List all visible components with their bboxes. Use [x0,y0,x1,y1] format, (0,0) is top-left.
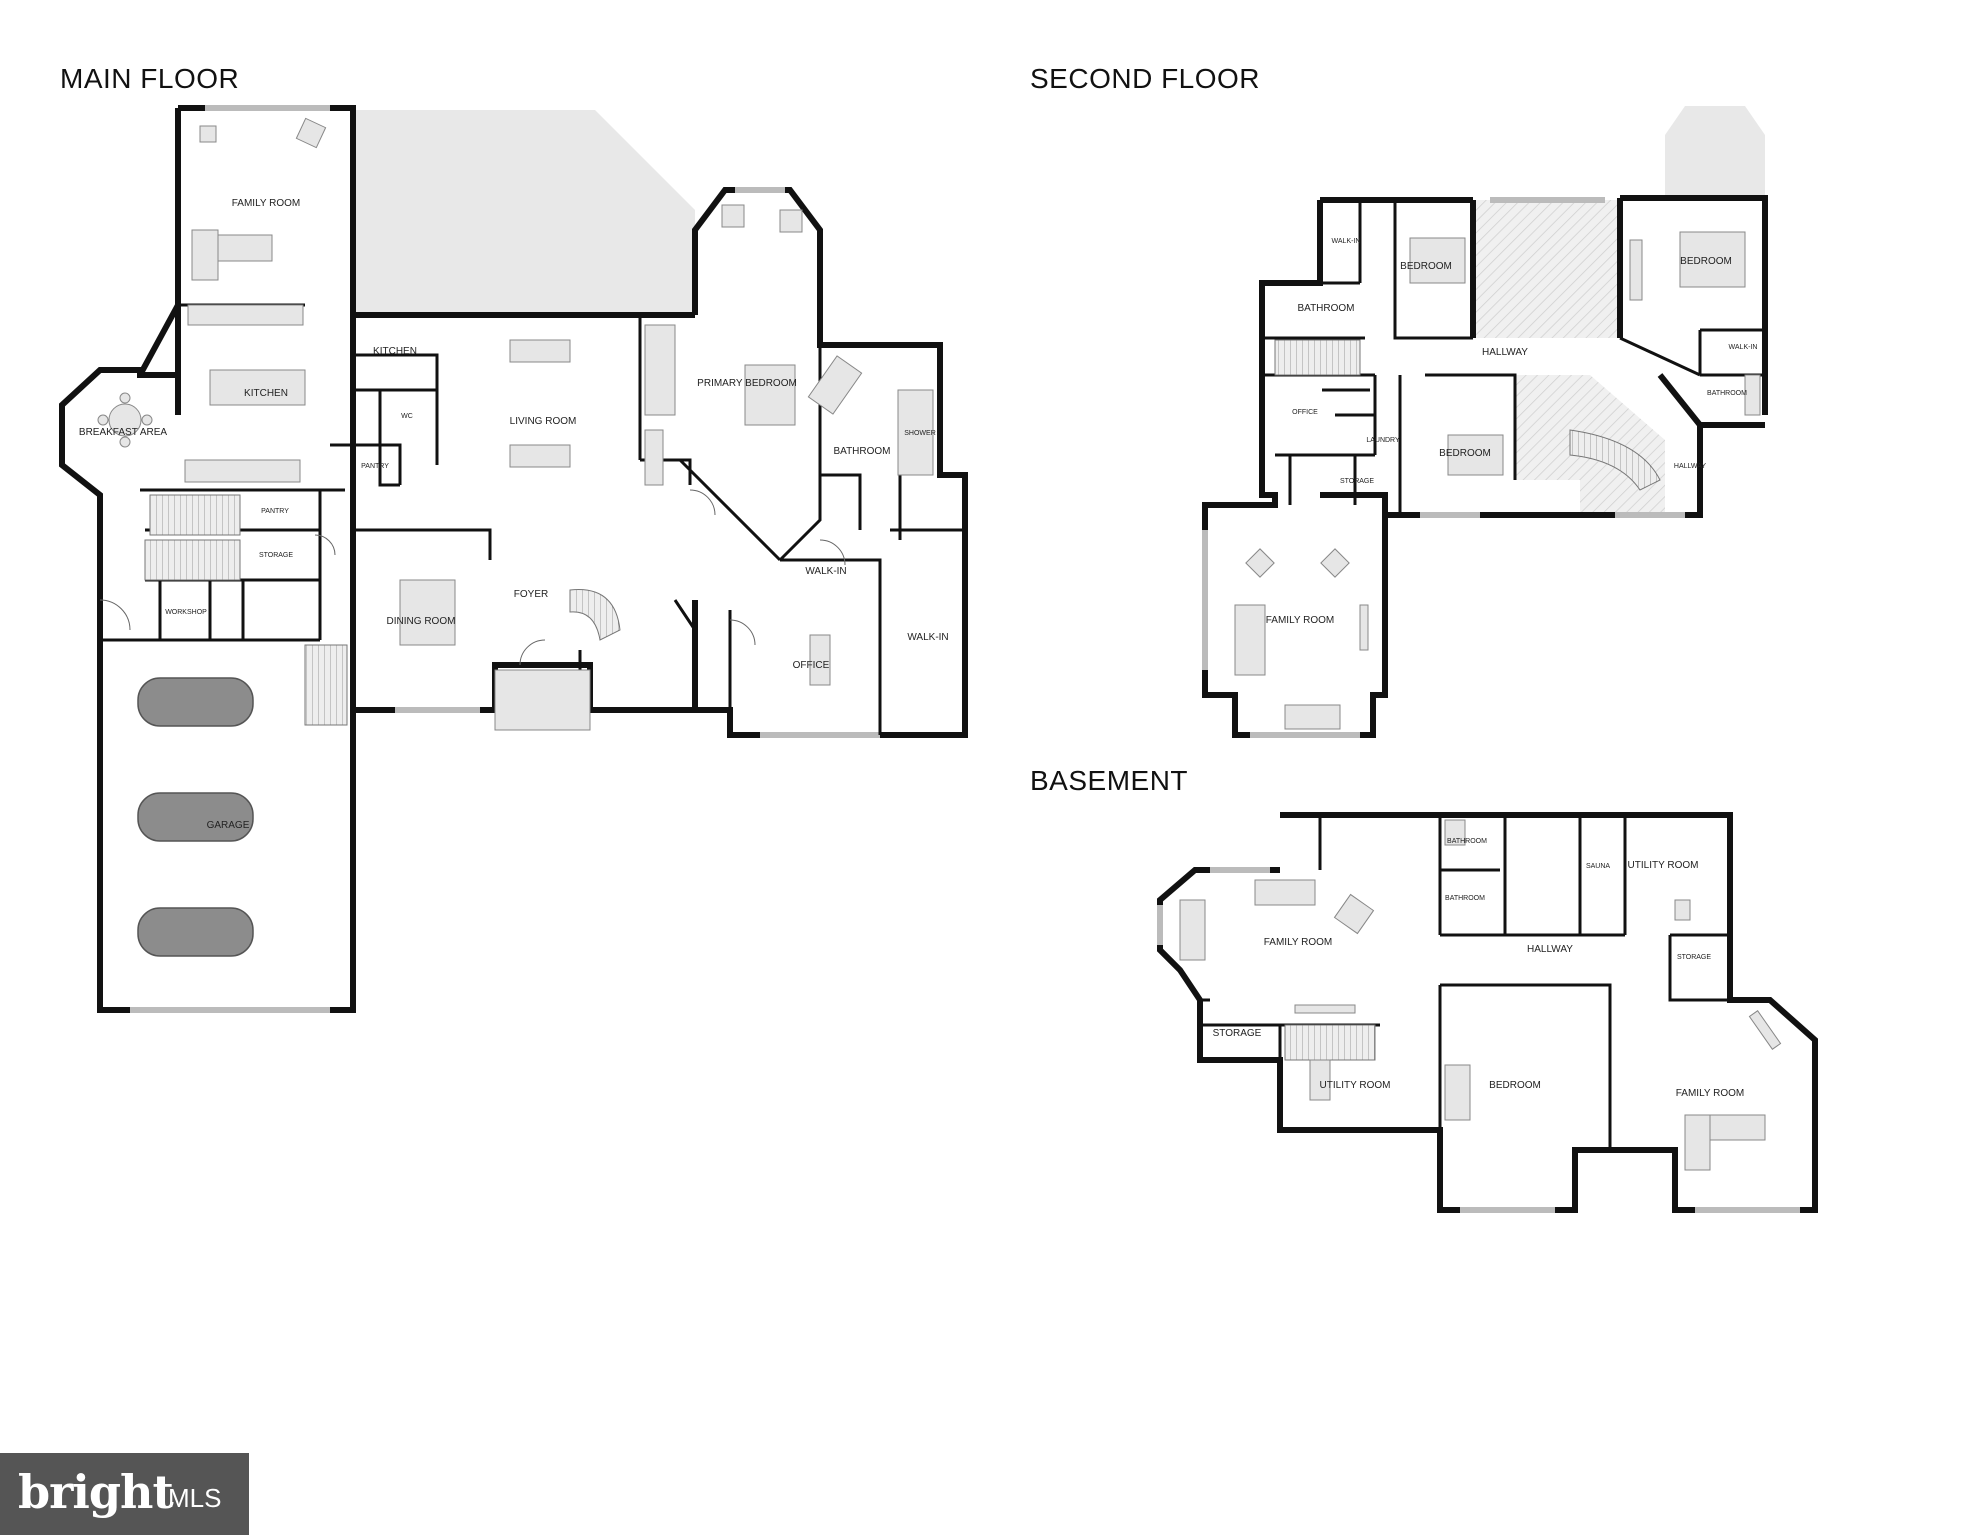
room-label-pantry-2: PANTRY [261,508,289,515]
second-floor-open-to-below [1473,200,1623,338]
second-floor-stairs [1274,339,1361,376]
logo-mls-text: MLS [168,1483,222,1513]
room-label-storage: STORAGE [259,552,293,559]
room-label-bedroom-2: BEDROOM [1680,256,1732,267]
room-label-office: OFFICE [793,660,830,671]
car-icon [137,677,254,727]
room-label-storage-1: STORAGE [1213,1028,1262,1039]
main-floor-doors [99,489,846,666]
room-label-workshop: WORKSHOP [165,609,207,616]
room-label-kitchen: KITCHEN [244,388,288,399]
room-label-primary-bedroom: PRIMARY BEDROOM [697,378,797,389]
basement-furniture [1179,819,1782,1171]
room-label-walk-in: WALK-IN [1332,238,1361,245]
room-label-bathroom-1: BATHROOM [1447,838,1487,845]
room-label-laundry: LAUNDRY [1366,437,1400,444]
room-label-bathroom-2: BATHROOM [1445,895,1485,902]
room-label-bedroom: BEDROOM [1489,1080,1541,1091]
room-label-utility-room-2: UTILITY ROOM [1320,1080,1391,1091]
second-floor-windows [1202,197,1685,738]
room-label-family-room-1: FAMILY ROOM [1264,937,1333,948]
bright-mls-logo: bright MLS [0,1453,249,1535]
second-floor-plan: SECOND FLOOR [1030,63,1768,738]
room-label-garage: GARAGE [207,820,250,831]
basement-title: BASEMENT [1030,765,1188,796]
room-label-bathroom-1: BATHROOM [1297,303,1354,314]
room-label-hallway: HALLWAY [1527,944,1573,955]
basement-interior-walls [1200,815,1730,1150]
logo-brand-text: bright [18,1465,174,1519]
room-label-bathroom: BATHROOM [833,446,890,457]
main-floor-deck [353,110,695,315]
basement-windows [1157,867,1800,1213]
garage-cars [137,677,254,957]
room-label-dining-room: DINING ROOM [387,616,456,627]
room-label-storage: STORAGE [1340,478,1374,485]
main-floor-furniture [97,117,934,686]
room-label-utility-room-1: UTILITY ROOM [1628,860,1699,871]
second-floor-furniture [1234,231,1761,730]
room-label-hallway: HALLWAY [1482,347,1528,358]
room-label-wc: WC [401,413,413,420]
main-floor-curved-stairs [569,589,621,641]
room-label-walk-in: WALK-IN [805,566,846,577]
room-label-foyer: FOYER [514,589,548,600]
main-floor-interior-walls [100,303,965,735]
car-icon [137,907,254,957]
main-floor-stairs-1 [149,494,241,536]
car-icon [137,792,254,842]
room-label-family-room: FAMILY ROOM [1266,615,1335,626]
room-label-family-room-2: FAMILY ROOM [1676,1088,1745,1099]
room-label-walk-in-2: WALK-IN [1729,344,1758,351]
room-label-bathroom-2: BATHROOM [1707,390,1747,397]
room-label-bedroom-1: BEDROOM [1400,261,1452,272]
room-label-family-room: FAMILY ROOM [232,198,301,209]
second-floor-curved-stairs [1569,429,1661,491]
room-label-storage-2: STORAGE [1677,954,1711,961]
room-label-kitchen-2: KITCHEN [373,346,417,357]
room-label-walk-in-2: WALK-IN [907,632,948,643]
room-label-living-room: LIVING ROOM [510,416,577,427]
basement-plan: BASEMENT [1030,765,1818,1213]
second-floor-balcony [1665,106,1765,198]
main-floor-stairs-3 [304,644,348,726]
room-label-hallway-2: HALLWAY [1674,463,1706,470]
room-label-bedroom-3: BEDROOM [1439,448,1491,459]
room-label-shower: SHOWER [904,430,936,437]
main-floor-title: MAIN FLOOR [60,63,239,94]
main-floor-front-porch [494,669,591,731]
basement-outer-walls [1157,812,1818,1213]
basement-stairs [1284,1024,1376,1061]
room-label-sauna: SAUNA [1586,863,1610,870]
room-label-office: OFFICE [1292,409,1318,416]
room-label-breakfast-area: BREAKFAST AREA [79,427,168,438]
main-floor-windows [130,105,880,1013]
room-label-pantry: PANTRY [361,463,389,470]
main-floor-stairs-2 [144,539,241,581]
main-floor-plan: MAIN FLOOR [59,63,968,1013]
second-floor-title: SECOND FLOOR [1030,63,1260,94]
